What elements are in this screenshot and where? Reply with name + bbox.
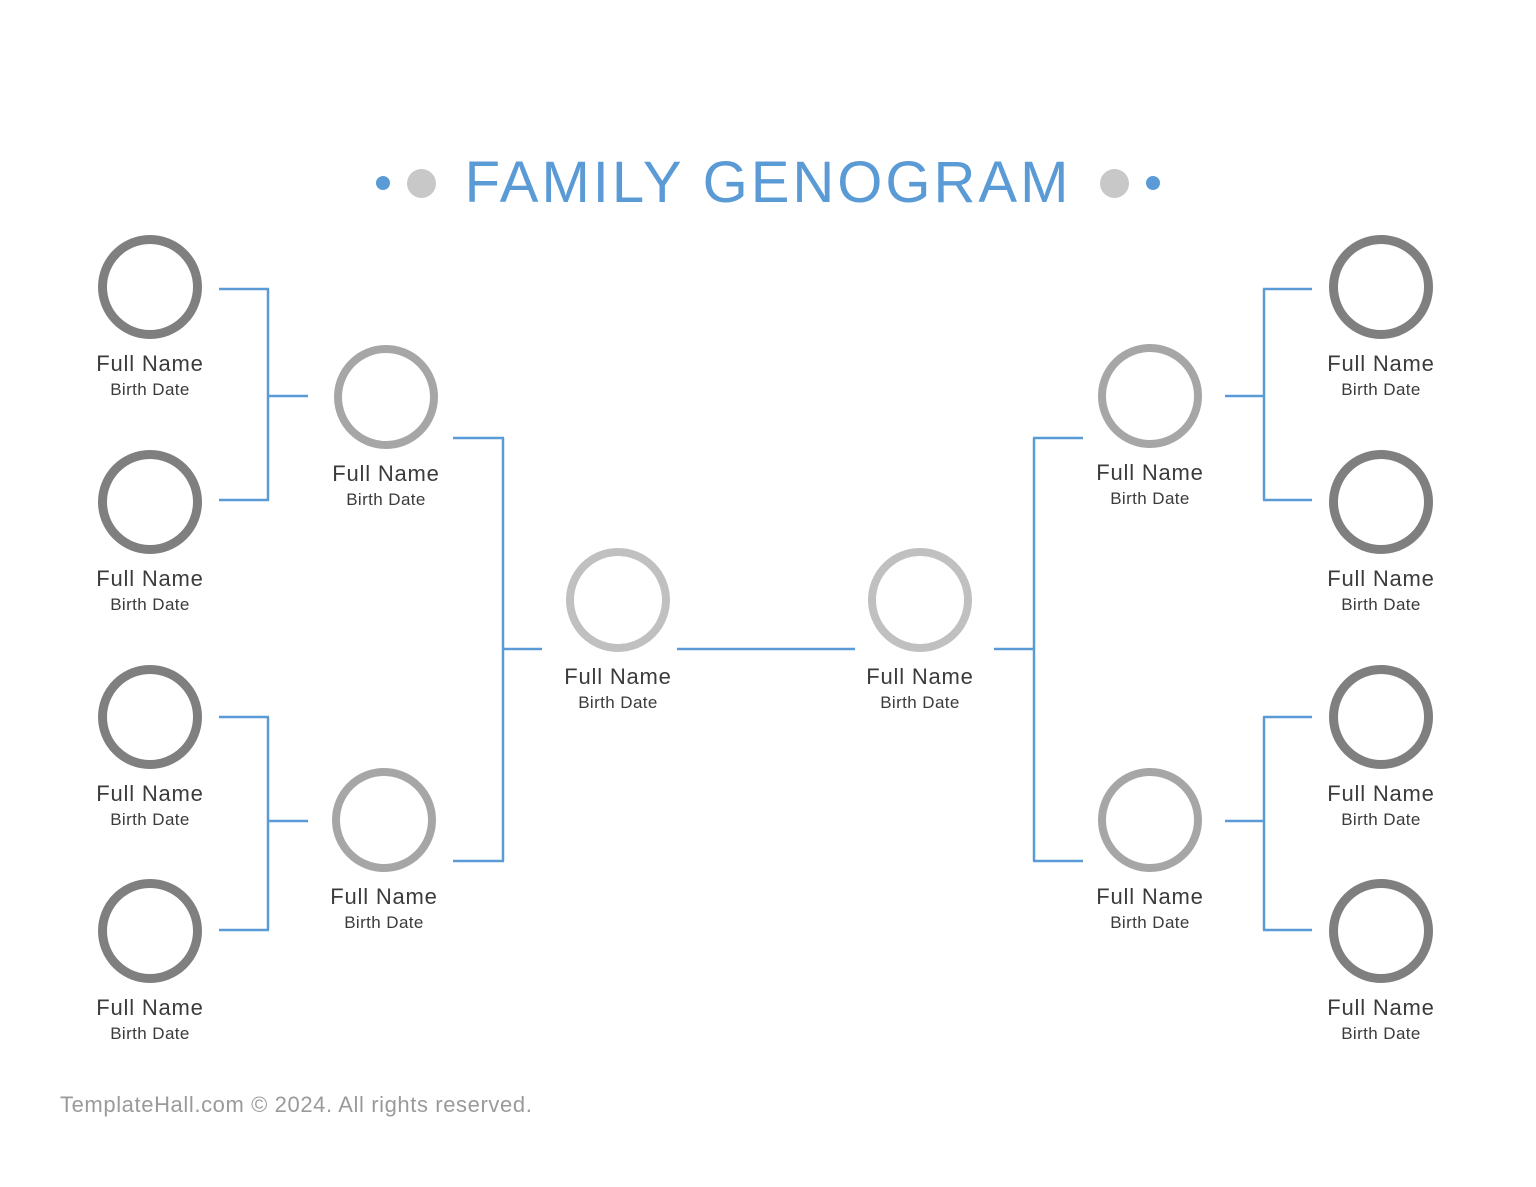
person-node-parent-left-1: Full Name Birth Date (276, 345, 496, 511)
full-name-label: Full Name (96, 995, 204, 1020)
full-name-label: Full Name (1096, 460, 1204, 485)
person-labels: Full Name Birth Date (1327, 781, 1434, 831)
full-name-label: Full Name (866, 664, 974, 689)
person-node-parent-right-1: Full Name Birth Date (1040, 344, 1260, 510)
person-labels: Full Name Birth Date (330, 884, 437, 934)
footer-copyright: TemplateHall.com © 2024. All rights rese… (60, 1092, 533, 1117)
full-name-label: Full Name (1327, 781, 1435, 806)
person-node-grandparent-left-1: Full Name Birth Date (40, 235, 260, 401)
full-name-label: Full Name (96, 566, 204, 591)
page-title: FAMILY GENOGRAM (464, 150, 1072, 215)
birth-date-label: Birth Date (1341, 1024, 1421, 1044)
person-node-parent-right-2: Full Name Birth Date (1040, 768, 1260, 934)
photo-placeholder-circle (334, 345, 438, 449)
photo-placeholder-circle (1329, 235, 1433, 339)
person-node-grandparent-right-3: Full Name Birth Date (1271, 665, 1491, 831)
full-name-label: Full Name (330, 884, 438, 909)
birth-date-label: Birth Date (110, 595, 190, 615)
birth-date-label: Birth Date (110, 810, 190, 830)
person-node-center-right: Full Name Birth Date (810, 548, 1030, 714)
birth-date-label: Birth Date (1341, 380, 1421, 400)
photo-placeholder-circle (98, 665, 202, 769)
photo-placeholder-circle (98, 235, 202, 339)
person-node-grandparent-right-1: Full Name Birth Date (1271, 235, 1491, 401)
full-name-label: Full Name (96, 351, 204, 376)
birth-date-label: Birth Date (346, 490, 426, 510)
birth-date-label: Birth Date (344, 913, 424, 933)
birth-date-label: Birth Date (110, 1024, 190, 1044)
photo-placeholder-circle (1329, 665, 1433, 769)
full-name-label: Full Name (1327, 566, 1435, 591)
person-node-grandparent-left-4: Full Name Birth Date (40, 879, 260, 1045)
photo-placeholder-circle (98, 450, 202, 554)
birth-date-label: Birth Date (578, 693, 658, 713)
bracket-parents-left (453, 436, 542, 863)
person-labels: Full Name Birth Date (866, 664, 973, 714)
person-labels: Full Name Birth Date (1327, 351, 1434, 401)
person-node-parent-left-2: Full Name Birth Date (274, 768, 494, 934)
photo-placeholder-circle (566, 548, 670, 652)
photo-placeholder-circle (1098, 768, 1202, 872)
birth-date-label: Birth Date (1341, 810, 1421, 830)
person-labels: Full Name Birth Date (96, 995, 203, 1045)
birth-date-label: Birth Date (880, 693, 960, 713)
title-dot-large-gray-right-icon (1100, 168, 1130, 198)
person-labels: Full Name Birth Date (1096, 884, 1203, 934)
photo-placeholder-circle (1329, 879, 1433, 983)
person-labels: Full Name Birth Date (96, 351, 203, 401)
person-labels: Full Name Birth Date (564, 664, 671, 714)
bracket-parents-right (994, 436, 1083, 863)
photo-placeholder-circle (332, 768, 436, 872)
person-node-grandparent-left-2: Full Name Birth Date (40, 450, 260, 616)
bracket-grandparents-right-bottom (1225, 715, 1312, 932)
birth-date-label: Birth Date (110, 380, 190, 400)
photo-placeholder-circle (98, 879, 202, 983)
title-dot-small-blue-right-icon (1146, 176, 1161, 190)
photo-placeholder-circle (1098, 344, 1202, 448)
person-labels: Full Name Birth Date (96, 781, 203, 831)
person-node-grandparent-right-2: Full Name Birth Date (1271, 450, 1491, 616)
full-name-label: Full Name (96, 781, 204, 806)
person-node-grandparent-left-3: Full Name Birth Date (40, 665, 260, 831)
title-dot-small-blue-left-icon (375, 176, 390, 190)
full-name-label: Full Name (1327, 995, 1435, 1020)
photo-placeholder-circle (868, 548, 972, 652)
birth-date-label: Birth Date (1341, 595, 1421, 615)
person-labels: Full Name Birth Date (1096, 460, 1203, 510)
birth-date-label: Birth Date (1110, 489, 1190, 509)
bracket-grandparents-left-top (219, 287, 308, 502)
photo-placeholder-circle (1329, 450, 1433, 554)
bracket-grandparents-left-bottom (219, 715, 308, 932)
birth-date-label: Birth Date (1110, 913, 1190, 933)
person-node-grandparent-right-4: Full Name Birth Date (1271, 879, 1491, 1045)
bracket-grandparents-right-top (1225, 287, 1312, 502)
person-node-center-left: Full Name Birth Date (508, 548, 728, 714)
full-name-label: Full Name (1096, 884, 1204, 909)
person-labels: Full Name Birth Date (1327, 995, 1434, 1045)
full-name-label: Full Name (564, 664, 672, 689)
person-labels: Full Name Birth Date (1327, 566, 1434, 616)
person-labels: Full Name Birth Date (332, 461, 439, 511)
person-labels: Full Name Birth Date (96, 566, 203, 616)
title-dot-large-gray-left-icon (406, 168, 436, 198)
page-header: FAMILY GENOGRAM (0, 154, 1536, 212)
full-name-label: Full Name (332, 461, 440, 486)
full-name-label: Full Name (1327, 351, 1435, 376)
